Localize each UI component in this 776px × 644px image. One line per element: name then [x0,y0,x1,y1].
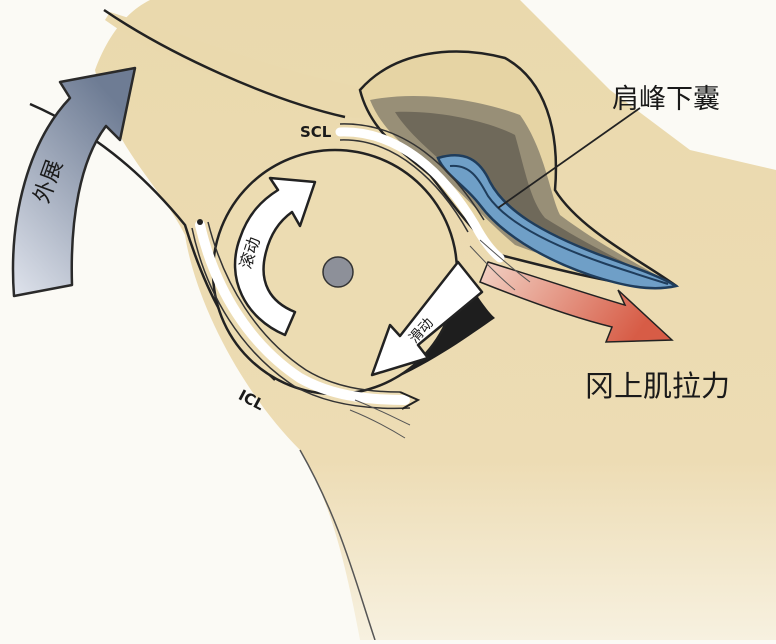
scl-label: SCL [300,123,331,141]
supraspinatus-pull-label: 冈上肌拉力 [585,363,730,405]
bursa-label: 肩峰下囊 [612,77,720,116]
rotation-center [323,257,353,287]
capsule-attachment-dot [197,219,203,225]
